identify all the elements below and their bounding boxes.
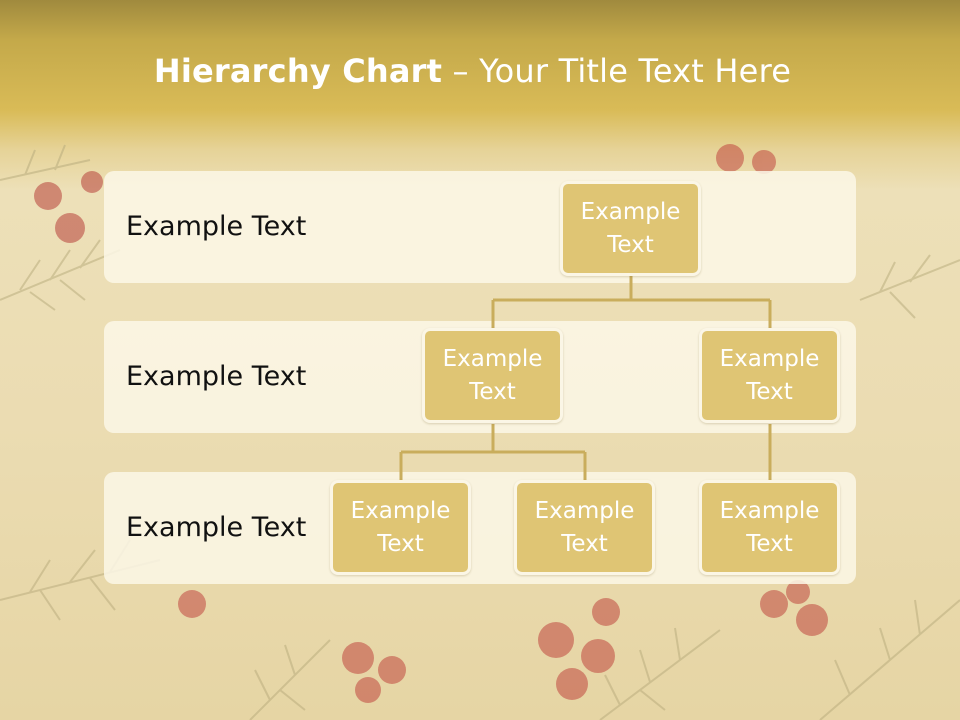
- node-level2-right[interactable]: Example Text: [699, 328, 840, 423]
- level-label-1: Example Text: [126, 211, 307, 242]
- level-label-2: Example Text: [126, 361, 307, 392]
- slide-title: Hierarchy Chart – Your Title Text Here: [0, 52, 945, 90]
- level-label-3: Example Text: [126, 512, 307, 543]
- node-level2-left[interactable]: Example Text: [422, 328, 563, 423]
- level-band-1: Example Text: [104, 171, 856, 283]
- connector-left-to-children: [399, 424, 587, 482]
- title-bold-text: Hierarchy Chart: [153, 52, 443, 90]
- title-rest-text: – Your Title Text Here: [442, 52, 792, 90]
- node-root[interactable]: Example Text: [560, 181, 701, 276]
- node-level3-left-2[interactable]: Example Text: [514, 480, 655, 575]
- connector-root-to-level2: [491, 276, 772, 330]
- node-level3-left-1[interactable]: Example Text: [330, 480, 471, 575]
- node-level3-right[interactable]: Example Text: [699, 480, 840, 575]
